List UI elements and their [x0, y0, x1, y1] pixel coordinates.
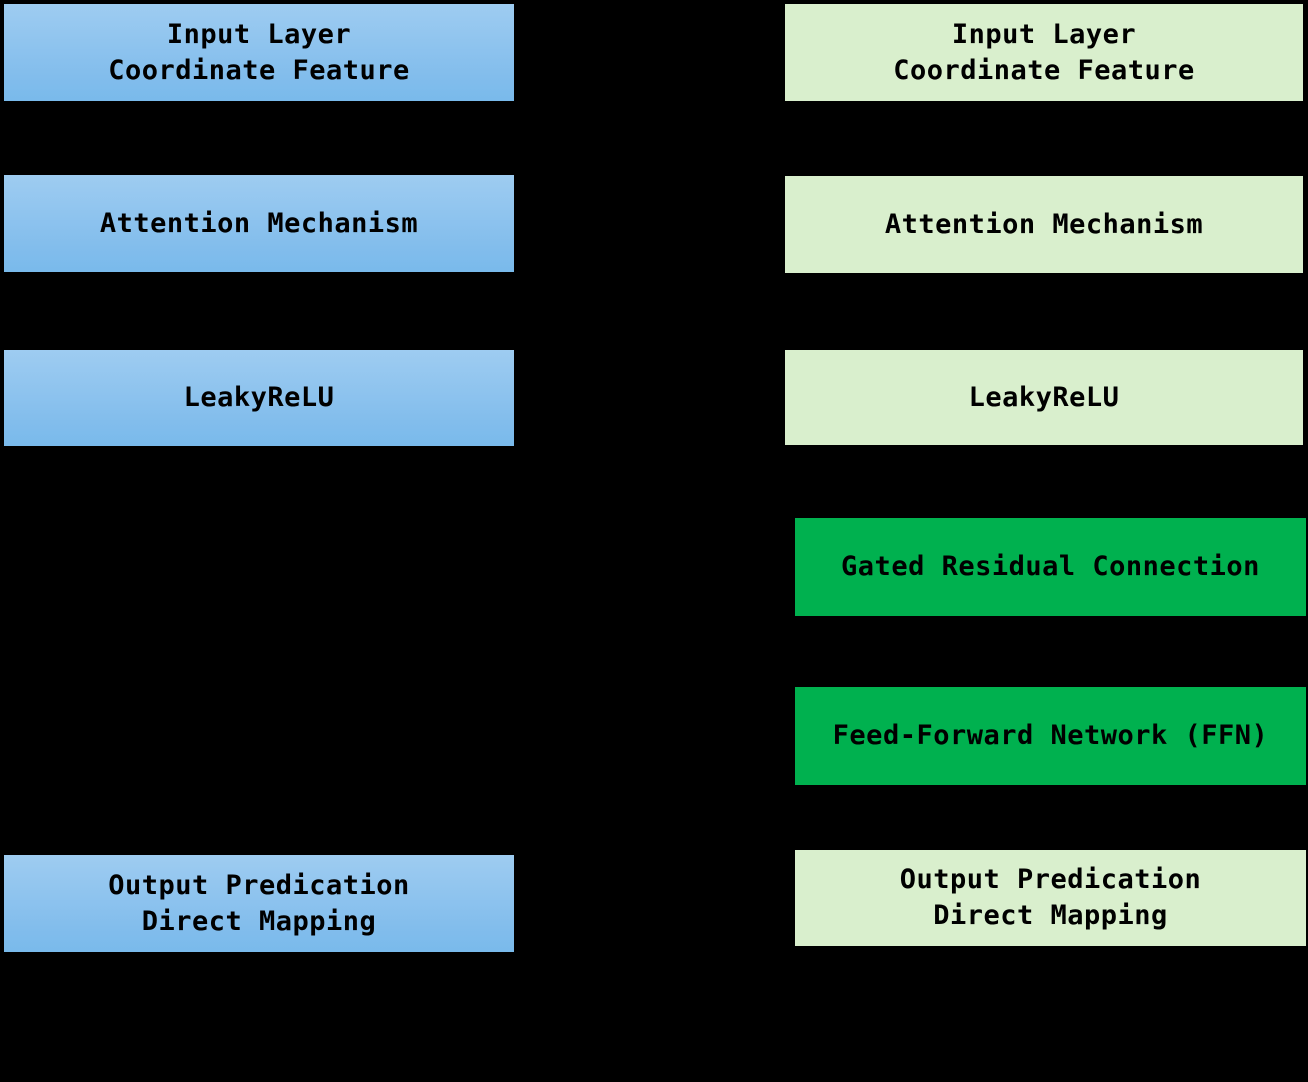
- node-left-attention-mechanism[interactable]: Attention Mechanism: [4, 175, 514, 272]
- connector-input-layer-to-attention-mechanism: [258, 95, 261, 181]
- node-label-line: Input Layer: [166, 18, 352, 50]
- node-right-gated-residual-connection[interactable]: Gated Residual Connection: [795, 518, 1306, 616]
- node-right-attention-mechanism[interactable]: Attention Mechanism: [785, 176, 1303, 273]
- connector-leakyrelu-to-gated-residual-connection: [1043, 439, 1046, 524]
- node-label-line: LeakyReLU: [183, 382, 335, 414]
- node-right-feed-forward-network[interactable]: Feed-Forward Network (FFN): [795, 687, 1306, 785]
- node-label-line: Gated Residual Connection: [841, 551, 1260, 583]
- node-label-line: Input Layer: [951, 18, 1137, 50]
- node-label-line: Coordinate Feature: [893, 54, 1195, 86]
- connector-feed-forward-network-to-output-predication: [1050, 779, 1053, 856]
- node-label-line: Output Predication: [899, 864, 1202, 896]
- connector-gated-residual-connection-to-feed-forward-network: [1050, 610, 1053, 693]
- node-label-line: Direct Mapping: [141, 905, 377, 937]
- connector-attention-mechanism-to-leakyrelu: [258, 266, 261, 356]
- node-label-line: Output Predication: [108, 869, 410, 901]
- node-left-leakyrelu[interactable]: LeakyReLU: [4, 350, 514, 446]
- node-right-leakyrelu[interactable]: LeakyReLU: [785, 350, 1303, 445]
- node-label-line: Feed-Forward Network (FFN): [832, 720, 1269, 752]
- connector-attention-mechanism-to-leakyrelu: [1043, 267, 1046, 356]
- node-label-line: Attention Mechanism: [99, 207, 419, 239]
- connector-input-layer-to-attention-mechanism: [1043, 95, 1046, 182]
- node-label-line: Direct Mapping: [933, 900, 1168, 931]
- node-label-line: LeakyReLU: [968, 381, 1120, 413]
- connector-leakyrelu-to-output-predication: [258, 440, 261, 861]
- node-label-line: Attention Mechanism: [884, 208, 1204, 240]
- node-label-line: Coordinate Feature: [108, 54, 410, 86]
